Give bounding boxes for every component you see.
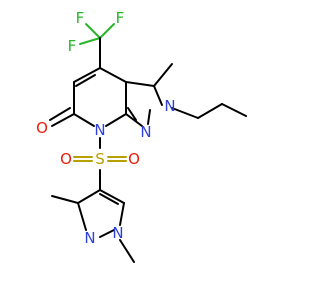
bond-n1-c7a <box>125 113 143 127</box>
bond-dp-c5-c4 <box>99 189 125 204</box>
bond-dp-c3-methyl <box>51 195 79 204</box>
bond-dp-c3-n2 <box>77 202 87 231</box>
bond-c-f1 <box>85 23 101 39</box>
atom-f1-label: F <box>76 9 85 27</box>
bond-dp-n1-methyl <box>119 239 135 263</box>
bond-n1-c7a-double <box>127 107 137 121</box>
atom-o-sulfonyl-right-label: O <box>128 150 140 168</box>
bond-propyl2-propyl3 <box>221 103 247 117</box>
bond-n2-n1 <box>147 109 151 125</box>
atom-n-dimethylpyrazole-a-label: N <box>84 229 95 247</box>
atom-n-pyrazole-a-label: N <box>164 97 175 115</box>
bond-c3a-c4 <box>99 67 127 83</box>
bond-n2-propyl1 <box>171 107 199 119</box>
bond-propyl1-propyl2 <box>197 103 223 119</box>
atom-f2-label: F <box>116 9 125 27</box>
bond-c6-o-double <box>49 107 71 121</box>
atom-o-sulfonyl-left-label: O <box>60 150 72 168</box>
bond-dp-n2-n1 <box>99 229 115 238</box>
bond-c3a-c3 <box>125 81 155 87</box>
bond-dp-c4-c3 <box>77 189 101 204</box>
atom-n-pyridone-label: N <box>94 121 105 139</box>
atom-n-dimethylpyrazole-b-label: N <box>112 224 123 242</box>
bond-c3-methyl <box>153 63 173 87</box>
bond-c-f2 <box>99 23 115 39</box>
bond-c4-c5-double <box>75 74 96 87</box>
atom-o-carbonyl-label: O <box>36 119 48 137</box>
bond-c3-n2 <box>153 85 163 106</box>
atom-n-pyrazole-b-label: N <box>140 123 151 141</box>
molecule-structure: F F F N N N O S O O N N <box>36 9 247 263</box>
bond-dp-n1-c5 <box>119 202 125 226</box>
bond-c-f3 <box>79 37 101 45</box>
bond-n7-c7a <box>105 113 127 127</box>
bond-c6-o <box>51 113 75 127</box>
atom-s-label: S <box>95 150 105 168</box>
bond-dp-c5-c4-double <box>99 193 119 205</box>
bond-c4-c5 <box>73 67 101 83</box>
atom-f3-label: F <box>68 37 77 55</box>
bond-c6-n7 <box>73 113 95 127</box>
